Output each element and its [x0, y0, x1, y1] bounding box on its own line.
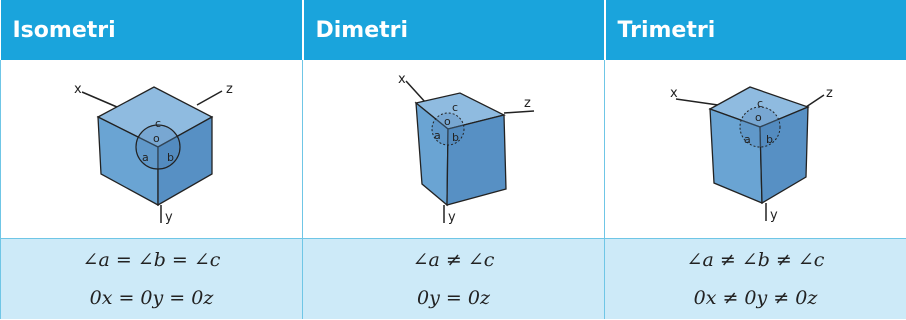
isometric-cube-illustration: x z y o c a b — [74, 82, 233, 225]
axis-label-x: x — [670, 86, 678, 101]
header-isometri: Isometri — [0, 0, 304, 60]
trimetric-cube-illustration: x z y o c a b — [670, 86, 833, 223]
trimetri-equations: ∠a ≠ ∠b ≠ ∠c 0x ≠ 0y ≠ 0z — [604, 238, 906, 319]
table-header-row: Isometri Dimetri Trimetri — [0, 0, 906, 60]
angle-label-c: c — [757, 97, 763, 110]
angle-equation: ∠a ≠ ∠c — [412, 249, 495, 271]
angle-label-b: b — [452, 131, 459, 144]
isometri-equations: ∠a = ∠b = ∠c 0x = 0y = 0z — [0, 238, 303, 319]
angle-label-a: a — [744, 133, 751, 146]
header-dimetri: Dimetri — [302, 0, 606, 60]
axis-label-x: x — [398, 72, 406, 87]
axis-label-x: x — [74, 82, 82, 97]
axis-label-z: z — [826, 86, 833, 101]
z-axis-line — [503, 110, 534, 114]
angle-label-c: c — [452, 101, 458, 114]
axis-label-y: y — [165, 210, 173, 225]
axis-equation: 0x = 0y = 0z — [89, 287, 214, 309]
origin-label: o — [755, 111, 762, 124]
angle-circle — [739, 106, 780, 148]
dimetri-equations: ∠a ≠ ∠c 0y = 0z — [302, 238, 605, 319]
angle-label-b: b — [766, 133, 773, 146]
cube-right-face — [156, 115, 213, 207]
origin-label: o — [153, 132, 160, 145]
cube-illustration-row: x z y o c a b — [0, 60, 906, 239]
angle-circle — [134, 124, 181, 170]
z-axis-line — [196, 90, 222, 106]
axis-label-y: y — [770, 208, 778, 223]
axis-label-z: z — [226, 82, 233, 97]
angle-label-a: a — [434, 129, 441, 142]
header-trimetri: Trimetri — [604, 0, 906, 60]
angle-label-b: b — [167, 151, 174, 164]
axis-label-z: z — [524, 96, 531, 111]
angle-label-a: a — [142, 151, 149, 164]
cube-right-face — [758, 106, 809, 205]
angle-circle — [431, 112, 464, 146]
x-axis-line — [81, 91, 117, 108]
dimetric-cube-illustration: x z y o c a b — [398, 72, 534, 225]
angle-label-c: c — [155, 117, 161, 130]
x-axis-line — [404, 80, 427, 104]
axis-equation: 0x ≠ 0y ≠ 0z — [693, 287, 818, 309]
trimetric-cube-cell: x z y o c a b — [604, 60, 906, 239]
axis-equation: 0y = 0z — [417, 287, 490, 309]
angle-equation: ∠a = ∠b = ∠c — [82, 249, 221, 271]
dimetric-cube-cell: x z y o c a b — [302, 60, 605, 239]
isometric-cube-cell: x z y o c a b — [0, 60, 303, 239]
equation-row: ∠a = ∠b = ∠c 0x = 0y = 0z ∠a ≠ ∠c 0y = 0… — [0, 238, 906, 319]
x-axis-line — [675, 98, 718, 106]
origin-label: o — [444, 115, 451, 128]
angle-equation: ∠a ≠ ∠b ≠ ∠c — [686, 249, 825, 271]
axis-label-y: y — [448, 210, 456, 225]
z-axis-line — [805, 94, 824, 108]
